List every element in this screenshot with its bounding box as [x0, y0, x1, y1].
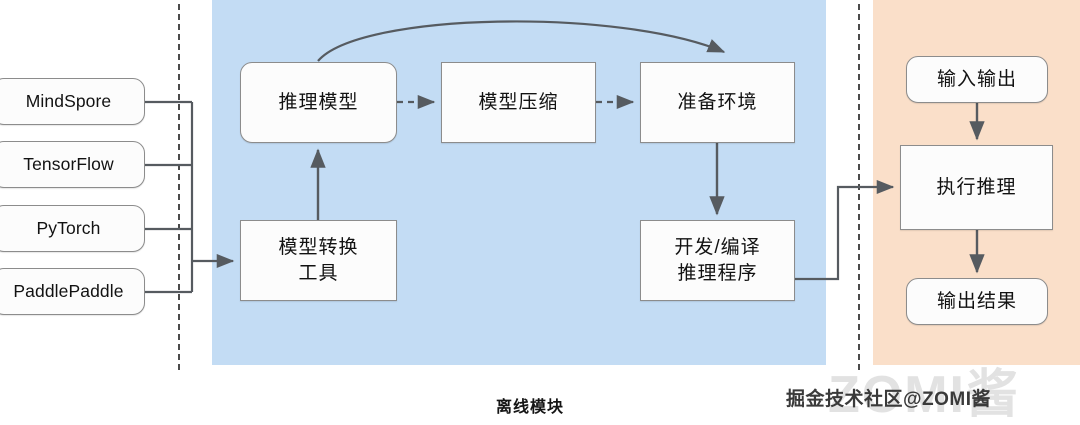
node-pytorch[interactable]: PyTorch — [0, 205, 145, 252]
node-input-output[interactable]: 输入输出 — [906, 56, 1048, 103]
node-mindspore-label: MindSpore — [25, 90, 112, 111]
node-tensorflow[interactable]: TensorFlow — [0, 141, 145, 188]
offline-module-caption: 离线模块 — [495, 399, 564, 416]
node-develop-compile-inference-program-label: 开发/编译 推理程序 — [674, 237, 761, 284]
node-prepare-environment[interactable]: 准备环境 — [640, 62, 795, 143]
background-watermark: ZOMI酱 — [828, 366, 1020, 424]
node-execute-inference-label: 执行推理 — [936, 176, 1017, 198]
offline-module-panel — [212, 0, 826, 365]
node-tensorflow-label: TensorFlow — [23, 153, 114, 174]
credit-watermark: 掘金技术社区@ZOMI酱 — [786, 389, 992, 410]
node-paddlepaddle[interactable]: PaddlePaddle — [0, 268, 145, 315]
node-model-compression-label: 模型压缩 — [478, 91, 559, 113]
dashed-divider-left — [178, 4, 180, 370]
node-inference-model-label: 推理模型 — [278, 91, 359, 113]
node-pytorch-label: PyTorch — [36, 217, 101, 238]
node-inference-model[interactable]: 推理模型 — [240, 62, 397, 143]
node-mindspore[interactable]: MindSpore — [0, 78, 145, 125]
node-paddlepaddle-label: PaddlePaddle — [13, 280, 124, 301]
node-model-conversion-tool[interactable]: 模型转换 工具 — [240, 220, 397, 301]
node-model-conversion-tool-label: 模型转换 工具 — [278, 237, 359, 284]
node-develop-compile-inference-program[interactable]: 开发/编译 推理程序 — [640, 220, 795, 301]
node-input-output-label: 输入输出 — [936, 68, 1017, 90]
node-output-result-label: 输出结果 — [936, 290, 1017, 312]
node-execute-inference[interactable]: 执行推理 — [900, 145, 1053, 230]
node-prepare-environment-label: 准备环境 — [677, 91, 758, 113]
node-model-compression[interactable]: 模型压缩 — [441, 62, 596, 143]
node-output-result[interactable]: 输出结果 — [906, 278, 1048, 325]
